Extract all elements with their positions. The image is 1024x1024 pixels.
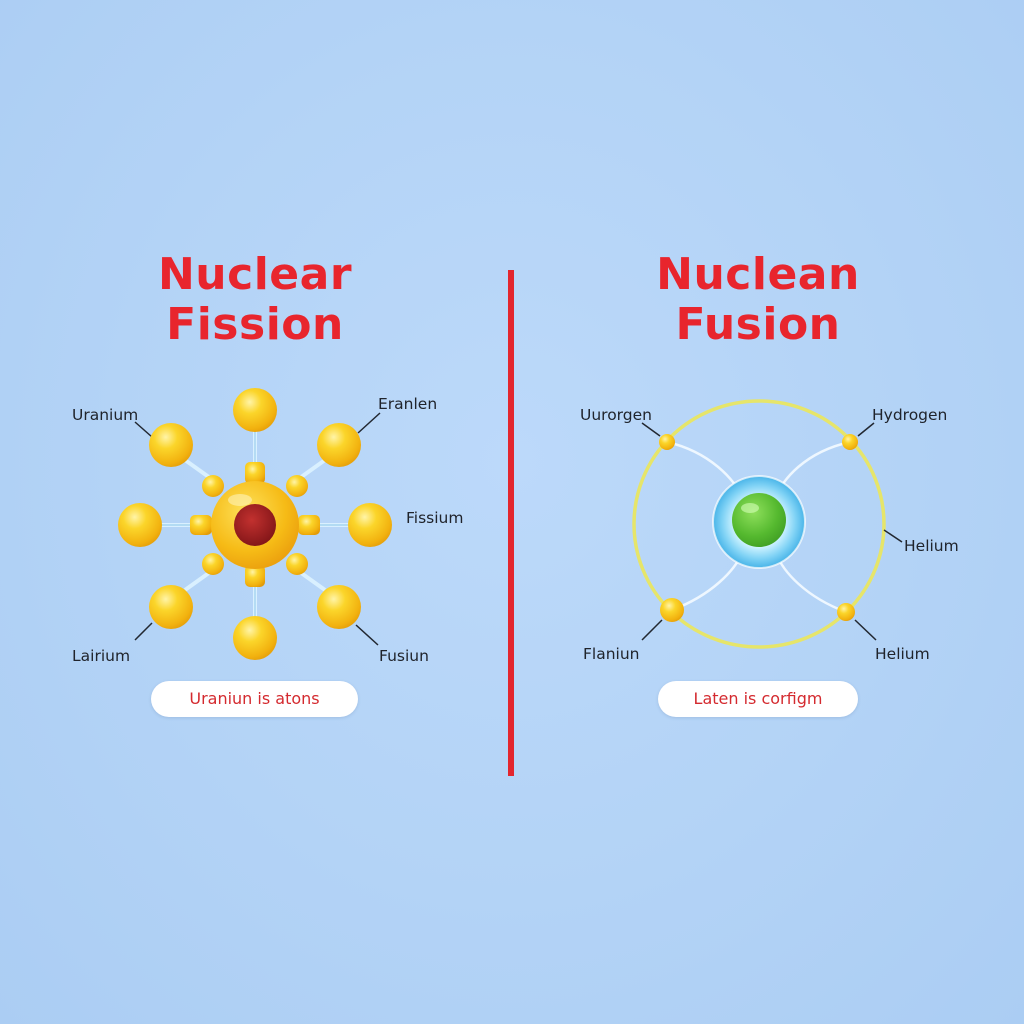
fission-ball-bottom-left (149, 585, 193, 629)
fusion-particle-top-right (842, 434, 858, 450)
fission-ball-bottom (233, 616, 277, 660)
fission-title-line2: Fission (166, 299, 344, 350)
fission-ball-top (233, 388, 277, 432)
fusion-nucleus (732, 493, 786, 547)
fusion-title-line2: Fusion (675, 299, 841, 350)
fusion-caption: Laten is corfigm (658, 681, 858, 717)
fission-ball-top-right (317, 423, 361, 467)
fusion-label-right: Helium (904, 537, 959, 555)
fission-title: Nuclear Fission (105, 250, 405, 350)
fusion-title: Nuclean Fusion (608, 250, 908, 350)
fission-title-line1: Nuclear (157, 249, 353, 300)
fission-caption: Uraniun is atons (151, 681, 358, 717)
fusion-particle-top-left (659, 434, 675, 450)
fusion-label-top-left: Uurorgen (580, 406, 652, 424)
fission-label-top-left: Uranium (72, 406, 139, 424)
fission-outer-atoms (118, 388, 392, 660)
center-divider (508, 270, 514, 776)
fission-ball-left (118, 503, 162, 547)
fusion-label-bottom-left: Flaniun (583, 645, 640, 663)
fusion-particle-bottom-left (660, 598, 684, 622)
fusion-orbit (632, 399, 886, 649)
fission-ball-top-left (149, 423, 193, 467)
fission-label-top-right: Eranlen (378, 395, 438, 413)
fission-label-bottom-left: Lairium (72, 647, 131, 665)
fusion-label-top-right: Hydrogen (872, 406, 948, 424)
fission-leaders (134, 412, 381, 646)
fusion-label-bottom-right: Helium (875, 645, 930, 663)
fusion-atom-diagram (632, 399, 903, 649)
fission-label-bottom-right: Fusiun (379, 647, 429, 665)
fission-core-nubs (190, 462, 320, 587)
fusion-leaders (641, 422, 903, 641)
fission-label-right: Fissium (406, 509, 464, 527)
fission-ball-bottom-right (317, 585, 361, 629)
fusion-particle-bottom-right (837, 603, 855, 621)
fission-nucleus (234, 504, 276, 546)
fission-ball-right (348, 503, 392, 547)
fusion-title-line1: Nuclean (656, 249, 860, 300)
